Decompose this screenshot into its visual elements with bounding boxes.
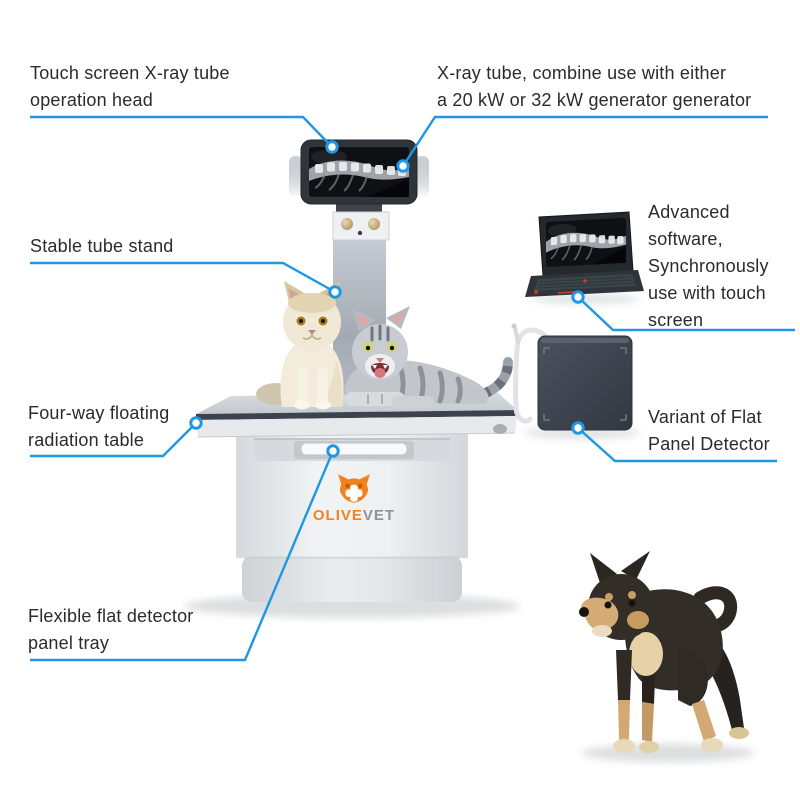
detector-tray-handle xyxy=(300,442,408,456)
tube-cylinder-right xyxy=(415,156,429,198)
callout-line-xray-tube xyxy=(396,115,768,173)
label-software: Advanced software, Synchronously use wit… xyxy=(648,202,769,330)
label-xray-tube: X-ray tube, combine use with either a 20… xyxy=(437,63,752,110)
callout-line-detector-tray xyxy=(30,444,340,662)
brand-logo-text: OLIVEVET xyxy=(294,508,414,523)
adjust-knob xyxy=(341,218,353,230)
label-detector-tray: Flexible flat detector panel tray xyxy=(28,606,194,653)
callout-marker-tube-stand xyxy=(328,285,342,299)
machine-base xyxy=(242,556,462,602)
tube-cylinder-left xyxy=(289,156,303,198)
callout-line-touch-screen-head xyxy=(30,115,339,154)
callout-line-software xyxy=(571,290,795,332)
callout-marker-xray-tube xyxy=(396,159,410,173)
adjust-knob xyxy=(368,218,380,230)
label-panel-detector: Variant of Flat Panel Detector xyxy=(648,407,770,454)
puppy-illustration xyxy=(579,551,749,753)
callout-marker-detector-tray xyxy=(326,444,340,458)
callout-line-panel-detector xyxy=(571,421,777,463)
callout-marker-radiation-table xyxy=(189,416,203,430)
callout-line-radiation-table xyxy=(30,416,203,458)
touch-screen-display xyxy=(308,146,410,198)
label-radiation-table: Four-way floating radiation table xyxy=(28,403,170,450)
xray-tube-head xyxy=(289,139,429,205)
callout-connectors xyxy=(30,115,795,662)
callout-line-tube-stand xyxy=(30,261,342,299)
callout-marker-panel-detector xyxy=(571,421,585,435)
cat-head-logo-icon xyxy=(338,474,370,503)
callout-marker-software xyxy=(571,290,585,304)
brand-name-olive: OLIVE xyxy=(312,507,363,524)
cat-tabby-illustration xyxy=(344,306,513,408)
laptop-screen xyxy=(545,216,627,268)
cat-cream-illustration xyxy=(256,281,344,410)
laptop-illustration xyxy=(525,211,644,297)
flat-panel-detector-illustration xyxy=(493,323,633,434)
callout-marker-touch-screen-head xyxy=(325,140,339,154)
label-tube-stand: Stable tube stand xyxy=(30,236,174,256)
label-touch-screen-head: Touch screen X-ray tube operation head xyxy=(30,63,230,110)
brand-name-vet: VET xyxy=(362,507,396,524)
detector-cable xyxy=(513,327,553,424)
brand-logo: OLIVEVET xyxy=(294,472,414,523)
